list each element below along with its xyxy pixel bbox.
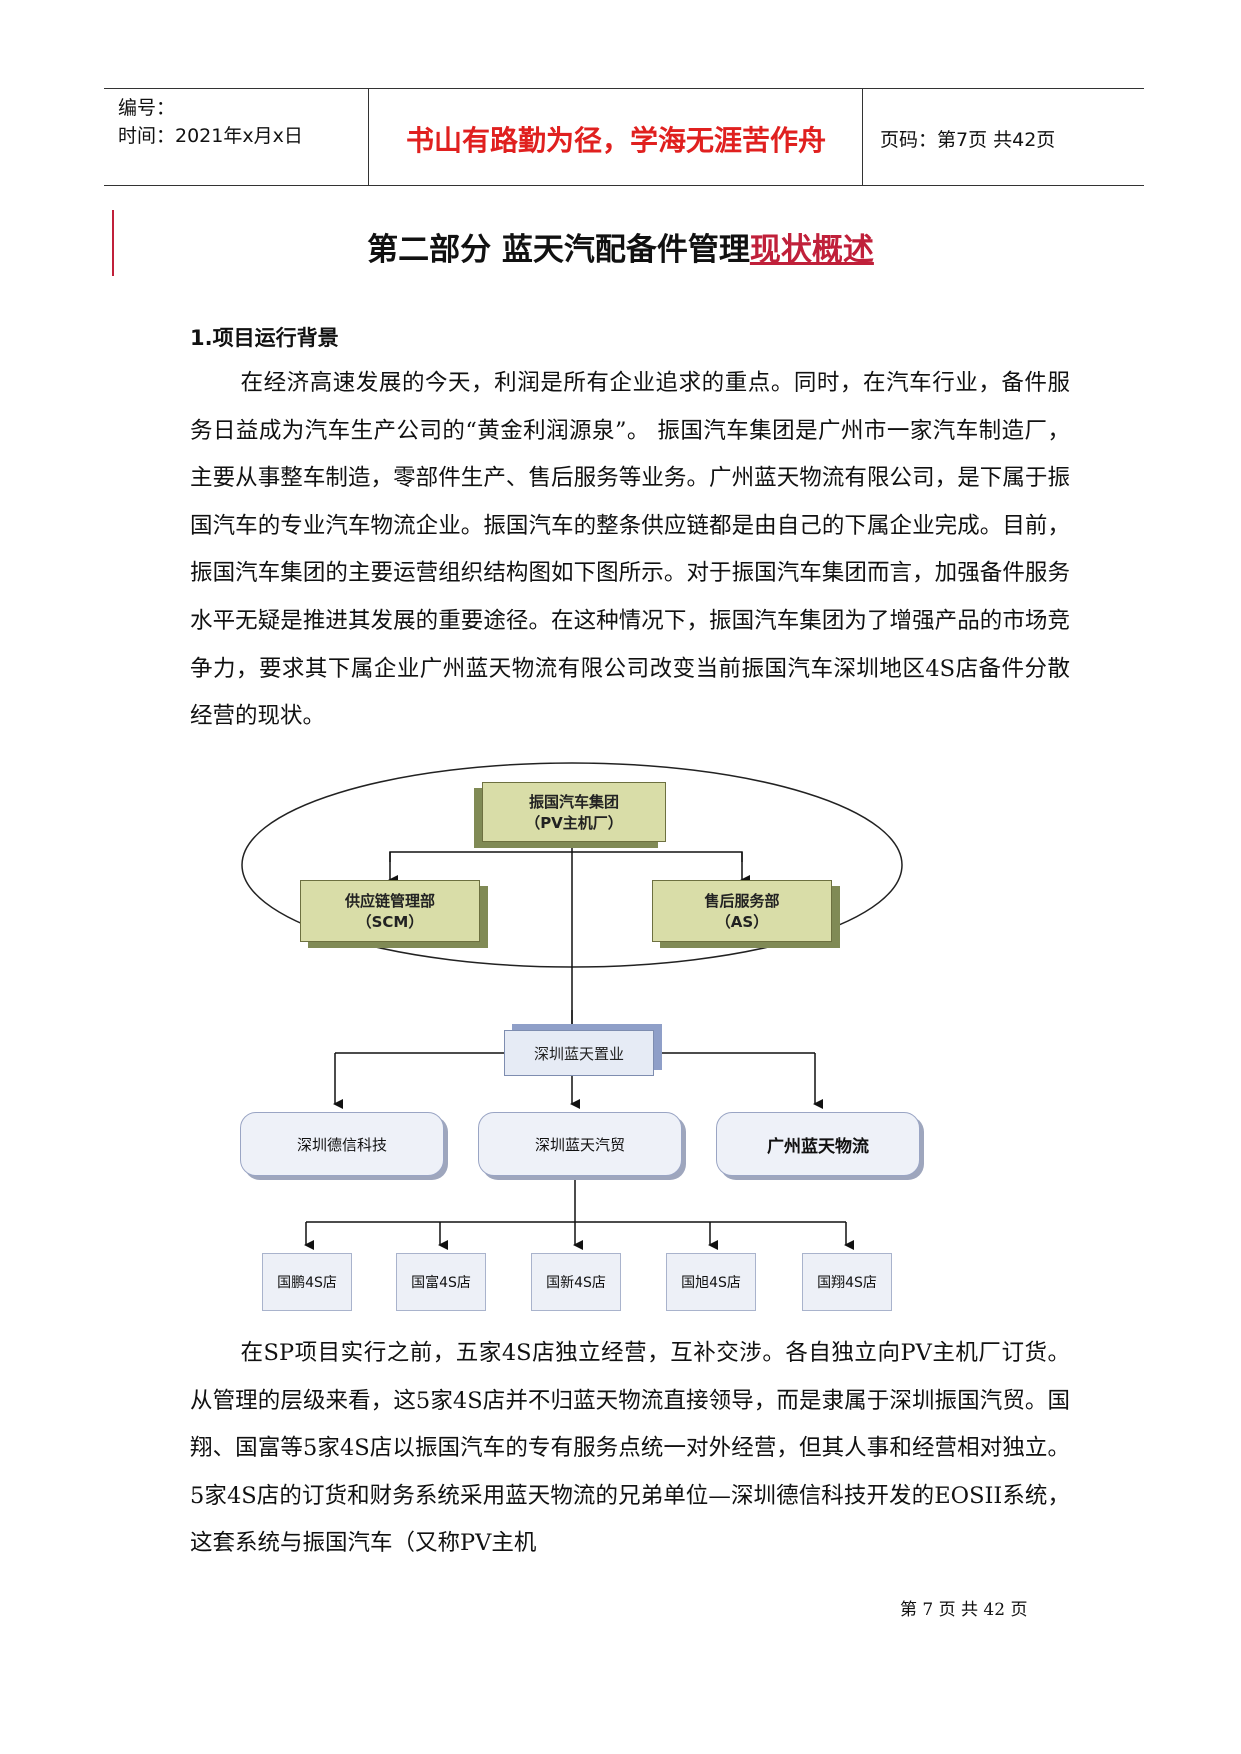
org-node-mid-name: 深圳蓝天置业 — [533, 1044, 624, 1063]
org-node-top-name: 振国汽车集团 — [528, 793, 619, 811]
header-motto-cell: 书山有路勤为径，学海无涯苦作舟 — [370, 89, 863, 185]
org-store-1: 国鹏4S店 — [262, 1253, 352, 1311]
doc-number-label: 编号： — [118, 97, 176, 119]
paragraph-2-text: 在SP项目实行之前，五家4S店独立经营，互补交涉。各自独立向PV主机厂订货。从管… — [190, 1340, 1070, 1557]
title-underlined: 现状概述 — [749, 232, 874, 268]
paragraph-1-text: 在经济高速发展的今天，利润是所有企业追求的重点。同时，在汽车行业，备件服务日益成… — [190, 370, 1070, 730]
org-node-mid: 深圳蓝天置业 — [504, 1030, 654, 1076]
section-heading: 1.项目运行背景 — [190, 326, 339, 350]
org-store-3: 国新4S店 — [531, 1253, 621, 1311]
header-meta-cell: 编号： 时间：2021年x月x日 — [104, 89, 369, 185]
document-header: 编号： 时间：2021年x月x日 书山有路勤为径，学海无涯苦作舟 页码：第7页 … — [104, 88, 1144, 186]
org-node-top: 振国汽车集团 （PV主机厂） — [482, 782, 666, 842]
motto-text: 书山有路勤为径，学海无涯苦作舟 — [405, 124, 826, 157]
paragraph-2: 在SP项目实行之前，五家4S店独立经营，互补交涉。各自独立向PV主机厂订货。从管… — [190, 1330, 1070, 1568]
org-node-sub-3: 广州蓝天物流 — [716, 1112, 920, 1176]
org-node-top-sub: （PV主机厂） — [525, 814, 623, 832]
doc-time-label: 时间：2021年x月x日 — [118, 125, 303, 147]
page-title: 第二部分 蓝天汽配备件管理现状概述 — [0, 224, 1241, 269]
page-info-text: 页码：第7页 共42页 — [880, 129, 1056, 151]
page-footer: 第 7 页 共 42 页 — [900, 1600, 1028, 1620]
org-node-scm-name: 供应链管理部 — [344, 892, 435, 910]
org-node-sub-2: 深圳蓝天汽贸 — [478, 1112, 682, 1176]
org-node-scm-sub: （SCM） — [356, 913, 424, 931]
org-store-4: 国旭4S店 — [666, 1253, 756, 1311]
header-page-cell: 页码：第7页 共42页 — [864, 89, 1144, 185]
org-node-scm: 供应链管理部 （SCM） — [300, 880, 480, 942]
org-node-sub-1: 深圳德信科技 — [240, 1112, 444, 1176]
org-store-5: 国翔4S店 — [802, 1253, 892, 1311]
org-node-as-name: 售后服务部 — [704, 892, 780, 910]
title-main: 第二部分 蓝天汽配备件管理 — [367, 232, 750, 268]
org-node-as-sub: （AS） — [715, 913, 769, 931]
paragraph-1: 在经济高速发展的今天，利润是所有企业追求的重点。同时，在汽车行业，备件服务日益成… — [190, 360, 1070, 741]
margin-mark — [112, 210, 114, 276]
org-node-as: 售后服务部 （AS） — [652, 880, 832, 942]
org-store-2: 国富4S店 — [396, 1253, 486, 1311]
